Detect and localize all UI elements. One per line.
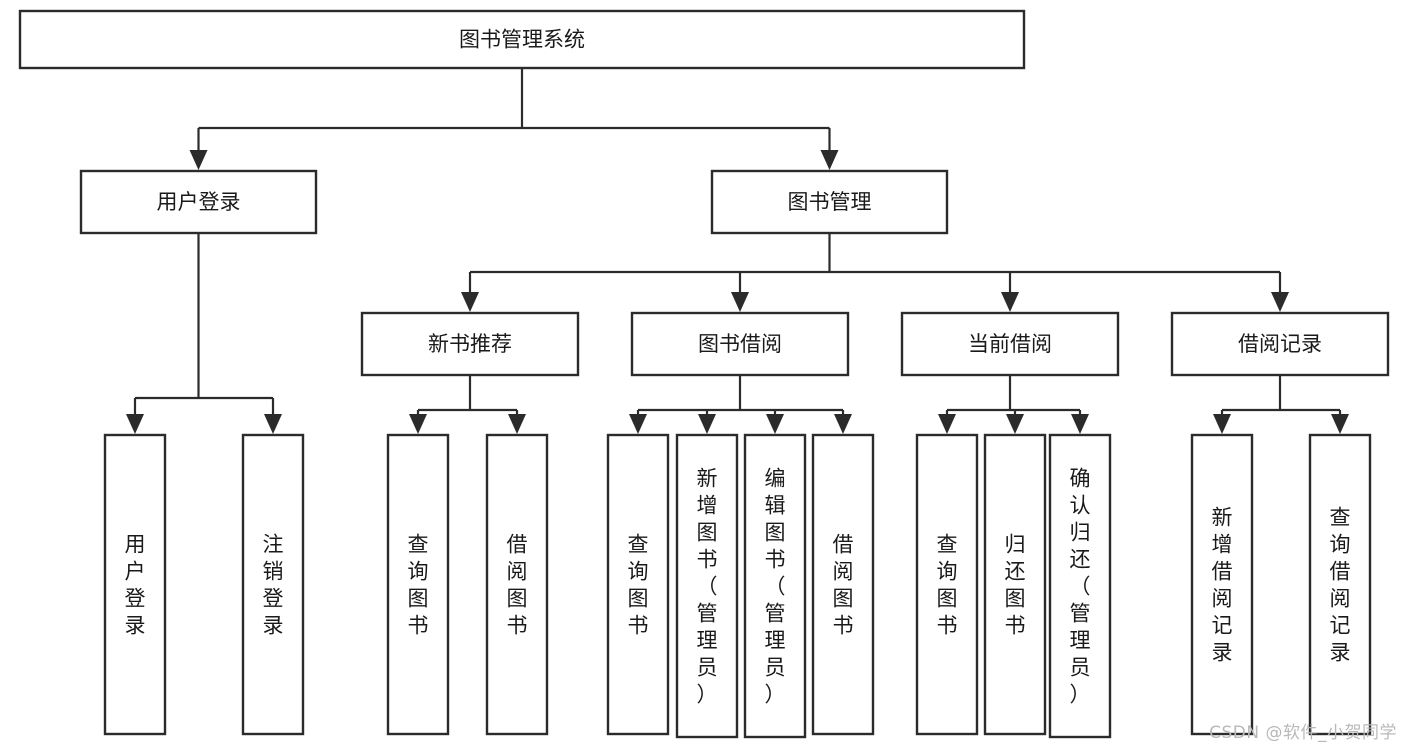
arrow-head (409, 414, 427, 434)
node-leaf-6[interactable]: 编辑图书（管理员） (743, 433, 807, 739)
arrow-head (508, 414, 526, 434)
arrow-head (938, 414, 956, 434)
node-label: 新增图书（管理员） (697, 467, 718, 707)
arrow-head (126, 414, 144, 434)
node-box (1308, 433, 1372, 736)
node-label: 图书管理系统 (459, 28, 585, 52)
node-leaf-11[interactable]: 新增借阅记录 (1190, 433, 1254, 736)
node-box (983, 433, 1047, 736)
node-leaf-3[interactable]: 借阅图书 (485, 433, 549, 736)
node-box (630, 311, 850, 377)
node-label: 新书推荐 (428, 332, 512, 356)
node-box (1170, 311, 1390, 377)
node-label: 查询图书 (408, 533, 429, 638)
node-label: 图书借阅 (698, 332, 782, 356)
arrow-head (1001, 292, 1019, 312)
node-leaf-7[interactable]: 借阅图书 (811, 433, 875, 736)
arrow-head (698, 414, 716, 434)
node-box (915, 433, 979, 736)
node-leaf-12[interactable]: 查询借阅记录 (1308, 433, 1372, 736)
node-level2-3[interactable]: 借阅记录 (1170, 311, 1390, 377)
node-box (485, 433, 549, 736)
node-level1-1[interactable]: 图书管理 (710, 169, 949, 235)
node-root-0[interactable]: 图书管理系统 (18, 9, 1026, 70)
node-box (900, 311, 1120, 377)
node-label: 借阅记录 (1238, 332, 1322, 356)
node-label: 查询图书 (937, 533, 958, 638)
node-leaf-8[interactable]: 查询图书 (915, 433, 979, 736)
node-label: 用户登录 (125, 533, 146, 638)
node-label: 用户登录 (157, 190, 241, 214)
node-label: 查询借阅记录 (1330, 506, 1351, 665)
node-label: 注销登录 (263, 533, 284, 638)
node-label: 当前借阅 (968, 332, 1052, 356)
arrow-head (731, 292, 749, 312)
arrow-head (461, 292, 479, 312)
node-leaf-9[interactable]: 归还图书 (983, 433, 1047, 736)
node-label: 确认归还（管理员） (1070, 467, 1091, 707)
node-box (710, 169, 949, 235)
node-leaf-0[interactable]: 用户登录 (103, 433, 167, 736)
arrow-head (629, 414, 647, 434)
arrow-head (1213, 414, 1231, 434)
arrow-head (1071, 414, 1089, 434)
node-leaf-4[interactable]: 查询图书 (606, 433, 670, 736)
node-box (79, 169, 318, 235)
node-level1-0[interactable]: 用户登录 (79, 169, 318, 235)
node-level2-2[interactable]: 当前借阅 (900, 311, 1120, 377)
node-leaf-2[interactable]: 查询图书 (386, 433, 450, 736)
node-box (241, 433, 305, 736)
node-box (1048, 433, 1112, 739)
node-label: 归还图书 (1005, 533, 1026, 638)
arrow-head (1006, 414, 1024, 434)
connector-layer (126, 68, 1349, 434)
node-box (18, 9, 1026, 70)
arrow-head (820, 150, 839, 170)
node-box (606, 433, 670, 736)
csdn-watermark: CSDN @软件_小贺同学 (1209, 723, 1397, 743)
arrow-head (1271, 292, 1289, 312)
node-leaf-10[interactable]: 确认归还（管理员） (1048, 433, 1112, 739)
node-label: 查询图书 (628, 533, 649, 638)
node-box (386, 433, 450, 736)
arrow-head (189, 150, 208, 170)
node-label: 借阅图书 (833, 533, 854, 638)
node-box (103, 433, 167, 736)
node-label: 编辑图书（管理员） (765, 467, 786, 707)
node-level2-1[interactable]: 图书借阅 (630, 311, 850, 377)
node-leaf-1[interactable]: 注销登录 (241, 433, 305, 736)
node-box (1190, 433, 1254, 736)
node-label: 新增借阅记录 (1212, 506, 1233, 665)
node-box (743, 433, 807, 739)
node-box (360, 311, 580, 377)
arrow-head (264, 414, 282, 434)
node-box (675, 433, 739, 739)
arrow-head (1331, 414, 1349, 434)
node-layer: 图书管理系统用户登录图书管理新书推荐图书借阅当前借阅借阅记录用户登录注销登录查询… (18, 9, 1390, 739)
node-level2-0[interactable]: 新书推荐 (360, 311, 580, 377)
node-box (811, 433, 875, 736)
arrow-head (834, 414, 852, 434)
node-label: 图书管理 (788, 190, 872, 214)
node-label: 借阅图书 (507, 533, 528, 638)
node-leaf-5[interactable]: 新增图书（管理员） (675, 433, 739, 739)
arrow-head (766, 414, 784, 434)
